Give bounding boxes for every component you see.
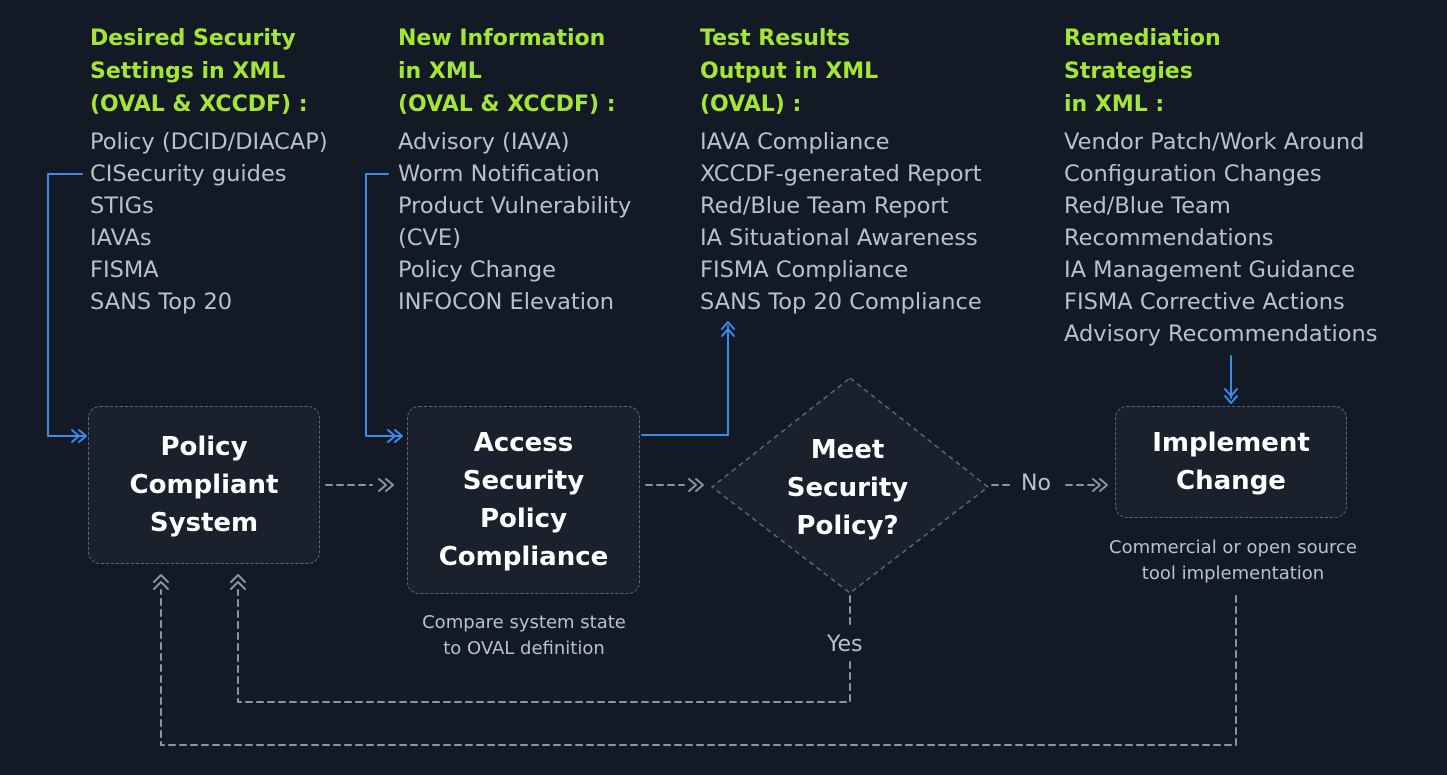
- arrowhead-yes-to-system: [230, 574, 246, 590]
- list-item: Red/Blue Team: [1064, 193, 1231, 219]
- connector-implement-to-system: [160, 589, 1237, 746]
- list-item: IA Management Guidance: [1064, 257, 1356, 283]
- node-policy-compliant-system: Policy Compliant System: [88, 406, 320, 564]
- arrowhead-decision-to-implement: [1092, 478, 1108, 492]
- heading-remediation-strategies: Remediation Strategies in XML :: [1064, 26, 1221, 117]
- arrowhead-newinfo-to-access: [387, 429, 403, 443]
- note-compare-system-state: Compare system state to OVAL definition: [422, 612, 626, 659]
- list-item: IAVA Compliance: [700, 129, 890, 155]
- connector-decision-yes-b: [237, 589, 851, 703]
- arrowhead-access-to-results: [721, 321, 735, 337]
- list-item: FISMA Corrective Actions: [1064, 289, 1345, 315]
- list-item: Configuration Changes: [1064, 161, 1322, 187]
- list-test-results: IAVA Compliance XCCDF-generated Report R…: [700, 126, 982, 318]
- list-item: Advisory Recommendations: [1064, 321, 1378, 347]
- arrowhead-remediation-to-implement: [1224, 388, 1238, 404]
- list-item: IA Situational Awareness: [700, 225, 978, 251]
- arrowhead-settings-to-system: [71, 429, 87, 443]
- connector-settings-to-system: [47, 173, 85, 437]
- arrowhead-implement-to-system: [153, 574, 169, 590]
- list-item: Advisory (IAVA): [398, 129, 570, 155]
- heading-desired-security-settings: Desired Security Settings in XML (OVAL &…: [90, 26, 308, 117]
- list-item: XCCDF-generated Report: [700, 161, 982, 187]
- list-item: Worm Notification: [398, 161, 600, 187]
- list-item: Vendor Patch/Work Around: [1064, 129, 1365, 155]
- list-item: Recommendations: [1064, 225, 1274, 251]
- list-item: Red/Blue Team Report: [700, 193, 949, 219]
- arrowhead-system-to-access: [378, 478, 394, 492]
- connector-access-to-results: [641, 325, 729, 436]
- heading-new-information: New Information in XML (OVAL & XCCDF) :: [398, 26, 616, 117]
- arrowhead-access-to-decision: [688, 478, 704, 492]
- list-item: CISecurity guides: [90, 161, 287, 187]
- edge-label-no: No: [1015, 471, 1057, 497]
- list-new-information: Advisory (IAVA) Worm Notification Produc…: [398, 126, 631, 318]
- decision-diamond-shape: [711, 377, 989, 594]
- list-item: (CVE): [398, 225, 461, 251]
- node-meet-security-policy: Meet Security Policy?: [786, 434, 909, 541]
- list-item: Policy Change: [398, 257, 557, 283]
- list-item: STIGs: [90, 193, 154, 219]
- list-item: SANS Top 20: [90, 289, 233, 315]
- list-item: Product Vulnerability: [398, 193, 632, 219]
- note-tool-implementation: Commercial or open source tool implement…: [1109, 537, 1357, 584]
- connector-newinfo-to-access: [365, 173, 401, 437]
- node-implement-change: Implement Change: [1115, 406, 1347, 518]
- list-item: FISMA Compliance: [700, 257, 909, 283]
- node-access-security-policy-compliance: Access Security Policy Compliance: [407, 406, 640, 594]
- list-item: INFOCON Elevation: [398, 289, 615, 315]
- list-desired-security-settings: Policy (DCID/DIACAP) CISecurity guides S…: [90, 126, 328, 318]
- edge-label-yes: Yes: [821, 632, 869, 658]
- list-item: SANS Top 20 Compliance: [700, 289, 982, 315]
- heading-test-results: Test Results Output in XML (OVAL) :: [700, 26, 879, 117]
- list-item: FISMA: [90, 257, 159, 283]
- list-item: IAVAs: [90, 225, 152, 251]
- list-remediation-strategies: Vendor Patch/Work Around Configuration C…: [1064, 126, 1377, 350]
- list-item: Policy (DCID/DIACAP): [90, 129, 328, 155]
